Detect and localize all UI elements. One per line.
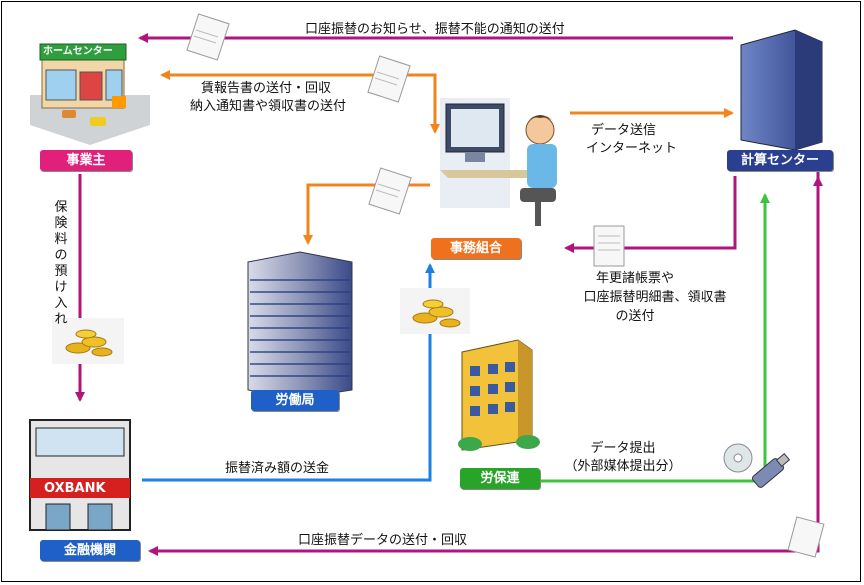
bank-sign: OXBANK: [44, 481, 106, 496]
labor-bureau-building-icon: [247, 251, 353, 399]
coins-icon-transfer: [400, 288, 470, 334]
wage-report-label-2: 納入通知書や領収書の送付: [190, 99, 347, 114]
disc-icon: [723, 443, 753, 473]
arrow-to-bureau: [303, 183, 430, 245]
document-icon-annual: [593, 225, 625, 267]
document-icon-bureau: [368, 167, 412, 215]
arrow-transfer: [142, 263, 435, 482]
arrow-data-submit: [540, 193, 770, 483]
data-submit-label-2: （外部媒体提出分）: [564, 459, 682, 474]
transfer-done-label: 振替済み額の送金: [225, 461, 330, 476]
bank-data-label: 口座振替データの送付・回収: [298, 533, 468, 548]
document-icon-notice: [186, 13, 230, 61]
home-center-store-icon: [30, 43, 150, 145]
labor-insurance-assoc-building-icon: [458, 339, 540, 451]
wage-report-label-1: 賃報告書の送付・回収: [201, 81, 332, 96]
bank-badge: 金融機関: [40, 540, 140, 561]
coins-icon-deposit: [52, 318, 124, 364]
arrow-annual-forms: [564, 176, 737, 253]
home-center-sign: ホームセンター: [43, 46, 113, 57]
usb-drive-icon: [751, 453, 791, 488]
office-association-badge: 事務組合: [431, 238, 521, 259]
deposit-vertical-label: 保 険 料 の 預 け 入 れ: [54, 200, 68, 327]
calc-center-badge: 計算センター: [727, 150, 833, 171]
data-submit-label-1: データ提出: [590, 441, 656, 456]
annual-forms-label-1: 年更諸帳票や: [595, 271, 674, 286]
data-send-label-1: データ送信: [591, 123, 657, 138]
employer-badge: 事業主: [40, 150, 132, 171]
document-icon-bank-data: [787, 516, 825, 558]
data-send-label-2: インターネット: [586, 141, 678, 156]
labor-bureau-badge: 労働局: [251, 390, 339, 411]
annual-forms-label-3: の送付: [615, 309, 655, 324]
labor-insurance-assoc-badge: 労保連: [460, 468, 540, 489]
document-icon-wage: [367, 55, 411, 103]
annual-forms-label-2: 口座振替明細書、領収書: [583, 290, 727, 305]
office-worker-computer-icon: [440, 98, 557, 226]
bank-building-icon: [29, 419, 131, 531]
notice-label: 口座振替のお知らせ、振替不能の通知の送付: [305, 22, 565, 37]
computer-center-building-icon: [740, 29, 823, 151]
